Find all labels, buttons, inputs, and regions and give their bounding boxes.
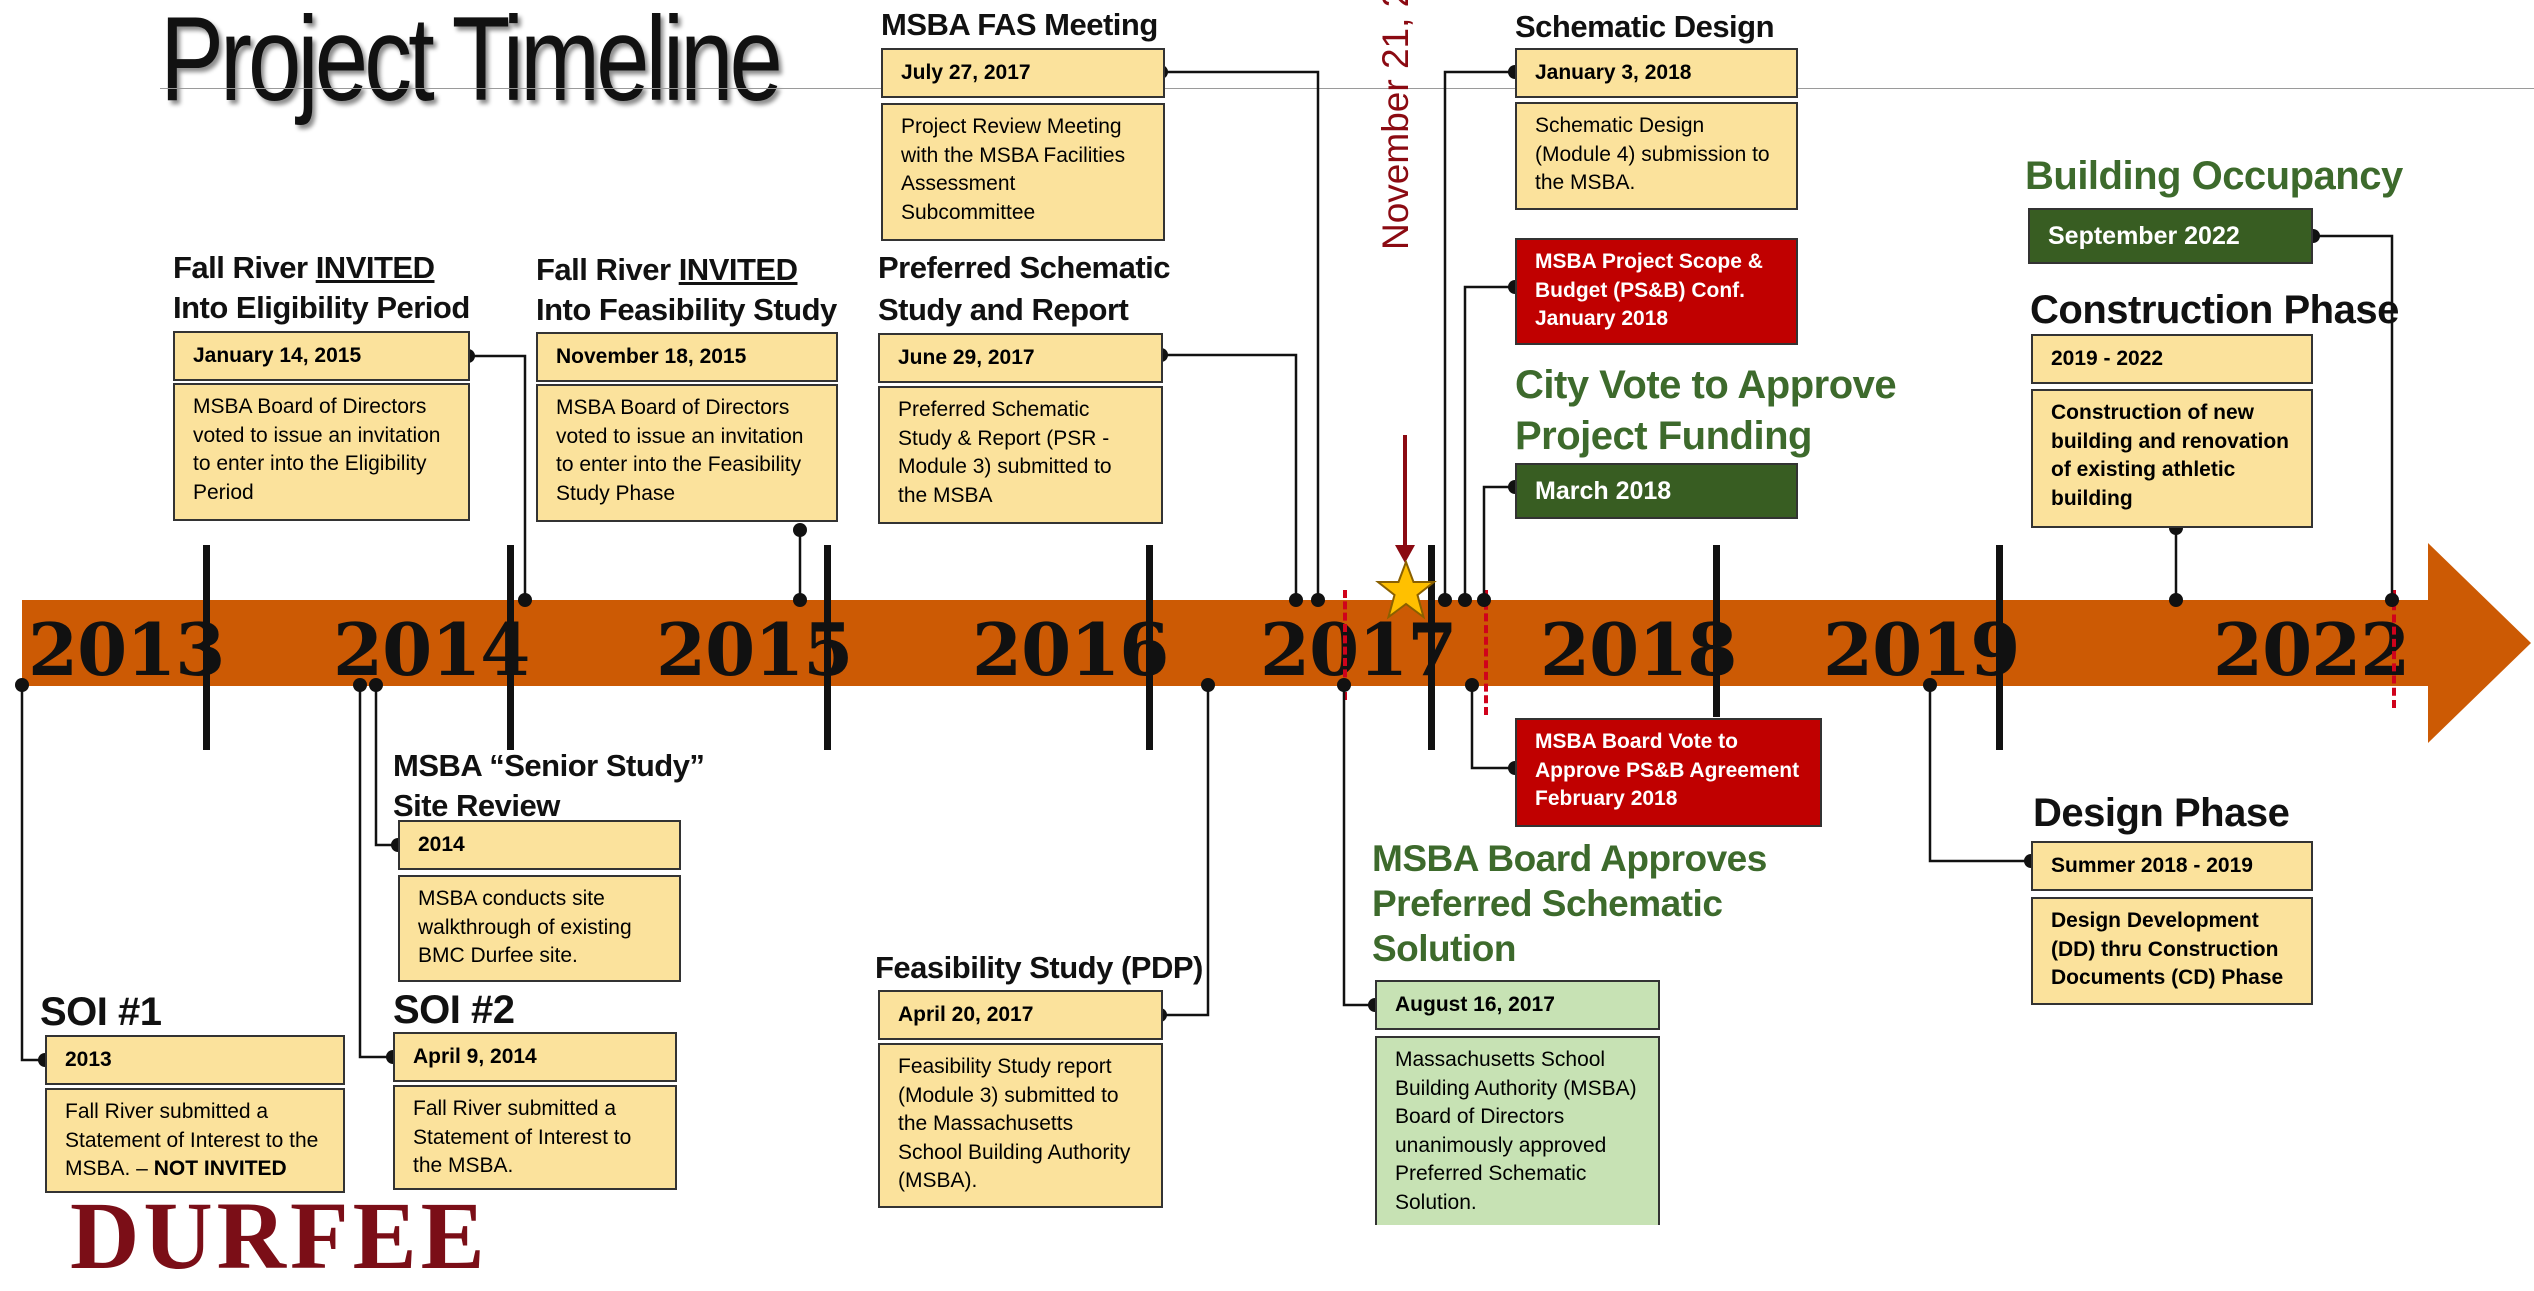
event-desc-feasibility-invite: MSBA Board of Directors voted to issue a…	[536, 384, 838, 522]
event-title-feasibility-invite-2: Into Feasibility Study	[536, 292, 837, 327]
year-divider	[824, 545, 831, 750]
marker-arrow-shaft	[1403, 435, 1407, 547]
event-date-eligibility: January 14, 2015	[173, 331, 470, 381]
event-title-board-approves-3: Solution	[1372, 928, 1516, 969]
event-title-city-vote-2: Project Funding	[1515, 414, 1812, 458]
event-date-city-vote: March 2018	[1515, 463, 1798, 519]
event-desc-soi1: Fall River submitted a Statement of Inte…	[45, 1088, 345, 1193]
year-divider	[1146, 545, 1153, 750]
event-desc-psr: Preferred Schematic Study & Report (PSR …	[878, 386, 1163, 524]
event-title-feasibility-invite-1: Fall River INVITED	[536, 250, 798, 290]
event-date-senior-study: 2014	[398, 820, 681, 870]
year-divider	[507, 545, 514, 750]
year-label: 2018	[1540, 607, 1737, 692]
year-divider	[1996, 545, 2003, 750]
event-psb-conf: MSBA Project Scope & Budget (PS&B) Conf.…	[1515, 238, 1798, 345]
event-title-eligibility-1: Fall River INVITED	[173, 248, 435, 288]
event-title-construction: Construction Phase	[2030, 288, 2399, 332]
event-title-pdp: Feasibility Study (PDP)	[875, 950, 1203, 985]
title-emphasis: INVITED	[315, 250, 435, 285]
event-title-board-approves-2: Preferred Schematic	[1372, 883, 1723, 924]
event-desc-senior-study: MSBA conducts site walkthrough of existi…	[398, 875, 681, 982]
year-divider	[203, 545, 210, 750]
event-date-soi2: April 9, 2014	[393, 1032, 677, 1082]
year-label: 2022	[2213, 607, 2410, 692]
event-date-construction: 2019 - 2022	[2031, 334, 2313, 384]
durfee-logo-fragment: DURFEE	[70, 1182, 489, 1289]
event-desc-schematic: Schematic Design (Module 4) submission t…	[1515, 102, 1798, 210]
title-text: Fall River	[536, 252, 679, 287]
event-title-design: Design Phase	[2033, 791, 2290, 835]
marker-arrowhead	[1395, 545, 1415, 563]
event-title-senior-study-1: MSBA “Senior Study”	[393, 748, 705, 783]
event-title-psr-2: Study and Report	[878, 292, 1129, 327]
timeline-band	[22, 600, 2428, 686]
event-desc-design: Design Development (DD) thru Constructio…	[2031, 897, 2313, 1005]
event-title-board-approves-1: MSBA Board Approves	[1372, 838, 1767, 879]
event-title-soi1: SOI #1	[40, 990, 162, 1034]
dashed-marker	[1343, 590, 1347, 700]
event-desc-eligibility: MSBA Board of Directors voted to issue a…	[173, 383, 470, 521]
year-label: 2014	[333, 607, 530, 692]
event-date-occupancy: September 2022	[2028, 208, 2313, 264]
year-divider	[1713, 545, 1720, 717]
current-date-marker: November 21, 2017	[1375, 0, 1416, 250]
event-title-schematic: Schematic Design	[1515, 9, 1775, 44]
event-title-occupancy: Building Occupancy	[2025, 154, 2403, 198]
event-title-senior-study-2: Site Review	[393, 788, 560, 823]
event-title-soi2: SOI #2	[393, 988, 515, 1032]
event-date-pdp: April 20, 2017	[878, 990, 1163, 1040]
event-date-schematic: January 3, 2018	[1515, 48, 1798, 98]
event-desc-board-approves: Massachusetts School Building Authority …	[1375, 1036, 1660, 1225]
event-title-fas-meeting: MSBA FAS Meeting	[881, 7, 1158, 42]
year-label: 2019	[1823, 607, 2020, 692]
year-label: 2013	[28, 607, 225, 692]
event-title-psr-1: Preferred Schematic	[878, 250, 1171, 285]
event-title-city-vote-1: City Vote to Approve	[1515, 363, 1897, 407]
event-title-eligibility-2: Into Eligibility Period	[173, 290, 470, 325]
title-rule	[160, 88, 2534, 89]
year-divider	[1428, 545, 1435, 750]
title-text: Fall River	[173, 250, 316, 285]
event-board-vote: MSBA Board Vote to Approve PS&B Agreemen…	[1515, 718, 1822, 827]
event-date-fas-meeting: July 27, 2017	[881, 48, 1165, 98]
event-desc-soi2: Fall River submitted a Statement of Inte…	[393, 1085, 677, 1190]
page-title: Project Timeline	[160, 0, 783, 126]
event-date-soi1: 2013	[45, 1035, 345, 1085]
event-desc-pdp: Feasibility Study report (Module 3) subm…	[878, 1043, 1163, 1208]
year-label: 2016	[972, 607, 1169, 692]
year-label: 2015	[656, 607, 853, 692]
desc-emphasis: NOT INVITED	[153, 1157, 287, 1180]
star-icon	[1375, 560, 1437, 620]
desc-text: Fall River submitted a Statement of Inte…	[65, 1100, 319, 1180]
event-desc-construction: Construction of new building and renovat…	[2031, 389, 2313, 528]
event-date-psr: June 29, 2017	[878, 333, 1163, 383]
dashed-marker	[2392, 590, 2396, 708]
event-desc-fas-meeting: Project Review Meeting with the MSBA Fac…	[881, 103, 1165, 241]
event-date-design: Summer 2018 - 2019	[2031, 841, 2313, 891]
timeline-arrowhead	[2428, 543, 2531, 743]
dashed-marker	[1484, 590, 1488, 715]
event-date-feasibility-invite: November 18, 2015	[536, 332, 838, 382]
event-date-board-approves: August 16, 2017	[1375, 980, 1660, 1030]
year-label: 2017	[1260, 607, 1457, 692]
title-emphasis: INVITED	[678, 252, 798, 287]
